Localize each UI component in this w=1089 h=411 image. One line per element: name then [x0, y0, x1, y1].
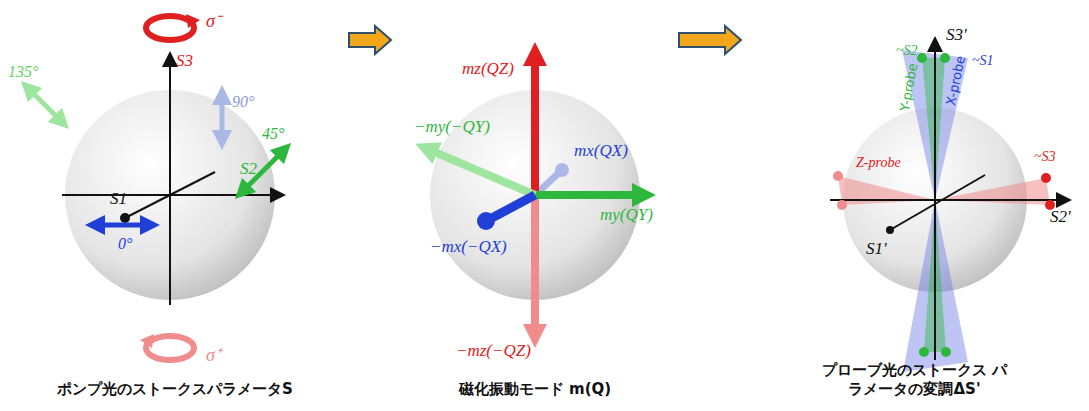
sphere-panel: プローブ光のストークス パラメータの変調ΔS' — [745, 0, 1084, 405]
axis-label: 45° — [262, 126, 284, 142]
axis-label: 135° — [8, 64, 38, 80]
axis-label: σ⁻ — [206, 12, 221, 30]
axis-label: ~S3 — [1034, 150, 1056, 164]
axis-label: 90° — [232, 94, 254, 110]
panel-caption: ポンプ光のストークスパラメータS — [10, 380, 340, 399]
axis-label: Z-probe — [856, 156, 901, 170]
axis-label: −my(−QY) — [414, 118, 490, 135]
caption-block: プローブ光のストークス パラメータの変調ΔS' — [745, 361, 1084, 399]
caption-block: ポンプ光のストークスパラメータS — [5, 380, 345, 399]
axis-label: S2' — [1050, 208, 1071, 225]
axis-label: my(QY) — [600, 206, 653, 223]
sphere-panel: ポンプ光のストークスパラメータS — [5, 0, 345, 405]
axis-label: mz(QZ) — [462, 60, 514, 77]
sphere-panel: 磁化振動モード m(Q) — [395, 0, 675, 405]
axis-label: −mx(−QX) — [430, 238, 507, 255]
axis-label: σ⁺ — [206, 346, 221, 364]
axis-label: 0° — [118, 236, 132, 252]
panel-caption: プローブ光のストークス パラメータの変調ΔS' — [820, 361, 1010, 399]
axis-label: ~S2 — [896, 44, 918, 58]
axis-label: S3' — [946, 26, 967, 43]
axis-label: mx(QX) — [574, 142, 628, 159]
block-arrow — [679, 26, 741, 54]
axis-label: S2 — [240, 160, 257, 177]
panel-caption: 磁化振動モード m(Q) — [400, 380, 670, 399]
axis-label: −mz(−QZ) — [456, 342, 531, 359]
axis-label: S1 — [110, 190, 127, 207]
axis-label: S1' — [866, 240, 887, 257]
caption-block: 磁化振動モード m(Q) — [395, 380, 675, 399]
axis-label: ~S1 — [972, 54, 994, 68]
block-arrow — [349, 26, 391, 54]
axis-label: S3 — [176, 52, 193, 69]
